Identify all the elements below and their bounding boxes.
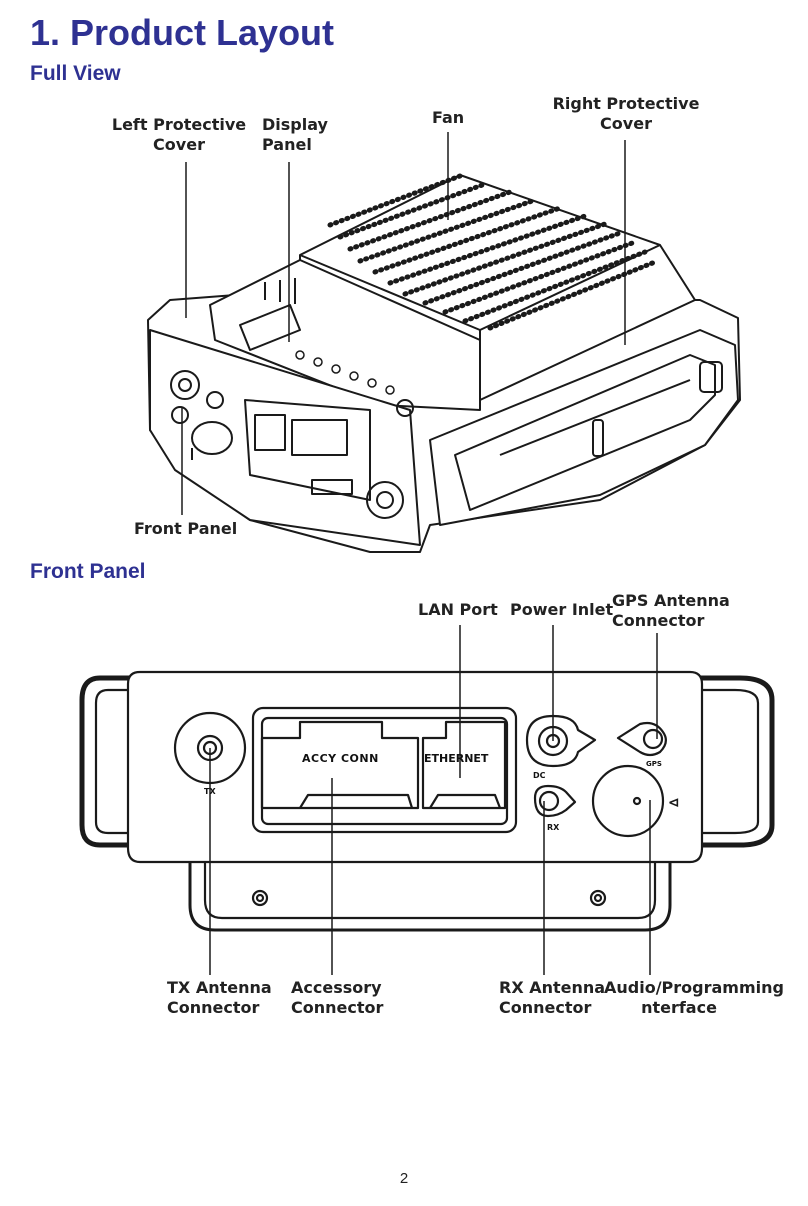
dc-marking: DC [533, 771, 546, 780]
rx-marking: RX [547, 823, 560, 832]
label-gps-antenna-connector: GPS Antenna Connector [612, 591, 730, 631]
label-left-cover-line2: Cover [153, 135, 205, 154]
label-audio-programming-interface: Audio/Programming nterface [604, 978, 784, 1018]
front-panel-heading: Front Panel [30, 560, 146, 583]
label-tx-line1: TX Antenna [167, 978, 272, 997]
label-audio-line1: Audio/Programming [604, 978, 784, 997]
label-gps-line2: Connector [612, 611, 705, 630]
label-right-cover-line2: Cover [600, 114, 652, 133]
label-rx-line1: RX Antenna [499, 978, 606, 997]
label-left-cover-line1: Left Protective [111, 115, 247, 134]
label-acc-line2: Connector [291, 998, 384, 1017]
label-gps-line1: GPS Antenna [612, 591, 730, 610]
ethernet-marking: ETHERNET [424, 752, 489, 765]
label-right-cover-line1: Right Protective [552, 94, 700, 113]
label-display-line1: Display [262, 115, 328, 134]
label-tx-line2: Connector [167, 998, 260, 1017]
label-display-line2: Panel [262, 135, 312, 154]
audio-interface-symbol: ⊲ [668, 795, 680, 811]
full-view-heading: Full View [30, 62, 121, 85]
label-rx-line2: Connector [499, 998, 592, 1017]
label-accessory-connector: Accessory Connector [291, 978, 383, 1018]
label-display-panel: Display Panel [262, 115, 328, 155]
label-front-panel: Front Panel [134, 519, 238, 538]
label-fan: Fan [432, 108, 465, 127]
page-title: 1. Product Layout [30, 12, 335, 53]
front-panel-callout-lines [209, 625, 658, 975]
label-audio-line2: nterface [641, 998, 717, 1017]
label-right-protective-cover: Right Protective Cover [546, 94, 706, 134]
gps-marking: GPS [646, 760, 662, 768]
full-view-callout-lines [181, 132, 626, 515]
label-rx-antenna-connector: RX Antenna Connector [499, 978, 605, 1018]
label-power-inlet: Power Inlet [510, 600, 614, 619]
label-tx-antenna-connector: TX Antenna Connector [167, 978, 272, 1018]
label-acc-line1: Accessory [291, 978, 382, 997]
page-number: 2 [399, 1170, 409, 1187]
accy-conn-marking: ACCY CONN [302, 752, 379, 765]
tx-marking: TX [204, 787, 216, 796]
label-lan-port: LAN Port [418, 600, 498, 619]
label-left-protective-cover: Left Protective Cover [108, 115, 250, 155]
